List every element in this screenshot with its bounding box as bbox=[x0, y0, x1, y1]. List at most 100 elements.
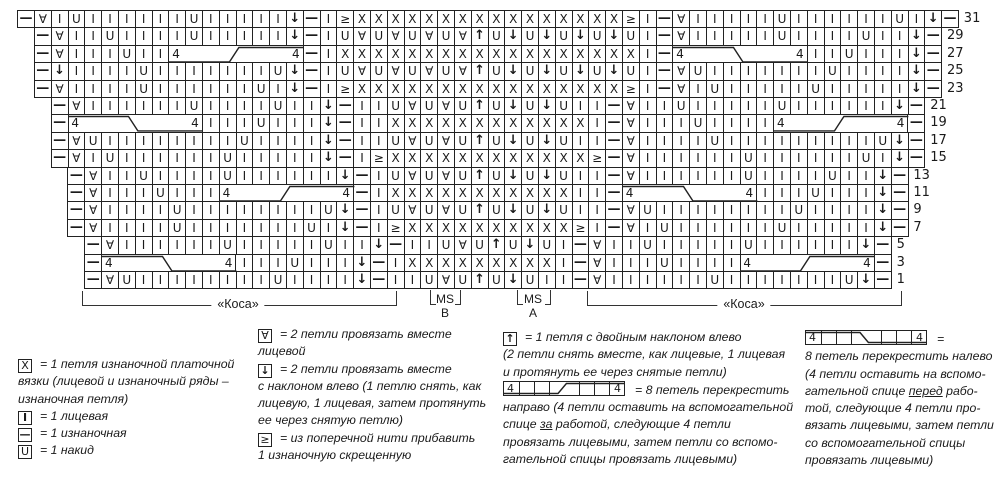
ssk-arrow-down-icon: ↓ bbox=[353, 254, 371, 272]
legend-text: (4 петли оставить на вспомо- bbox=[805, 366, 986, 381]
knit-stitch: I bbox=[706, 219, 724, 238]
cable-count-label: 4 bbox=[745, 186, 754, 200]
legend-text: работой, следующие 4 петли bbox=[552, 417, 731, 432]
knit-stitch: I bbox=[807, 45, 825, 64]
knit-stitch: I bbox=[757, 219, 775, 238]
garter-purl-stitch: X bbox=[404, 45, 422, 64]
garter-purl-stitch: X bbox=[421, 219, 439, 238]
knit-stitch: I bbox=[874, 150, 892, 168]
garter-purl-stitch: X bbox=[421, 254, 439, 272]
knit-stitch: I bbox=[68, 45, 86, 64]
cable-count-label: 4 bbox=[795, 46, 804, 61]
knit-stitch: I bbox=[790, 237, 808, 255]
knit-stitch: I bbox=[605, 237, 623, 255]
legend-text: = bbox=[937, 332, 945, 346]
knit-stitch: I bbox=[219, 272, 237, 290]
knit-stitch: I bbox=[253, 219, 271, 238]
yarn-over: U bbox=[337, 63, 355, 81]
knit-stitch: I bbox=[874, 45, 892, 64]
knit-stitch: I bbox=[253, 98, 271, 116]
ssk-arrow-down-icon: ↓ bbox=[908, 63, 926, 81]
yarn-over: U bbox=[589, 63, 607, 81]
knit-stitch: I bbox=[269, 219, 287, 238]
legend-text: лицевую, 1 лицевая, затем протянуть bbox=[258, 396, 487, 411]
garter-purl-stitch: X bbox=[437, 150, 455, 168]
knit-stitch: I bbox=[370, 167, 388, 185]
garter-purl-stitch: X bbox=[471, 115, 489, 133]
k2tog-icon: ∀ bbox=[404, 132, 422, 151]
knit-stitch: I bbox=[118, 132, 136, 151]
yarn-over: U bbox=[488, 132, 506, 151]
ssk-arrow-down-icon: ↓ bbox=[874, 185, 892, 203]
knit-stitch: I bbox=[757, 185, 775, 203]
knit-stitch: I bbox=[824, 132, 842, 151]
knit-stitch: I bbox=[286, 237, 304, 255]
garter-purl-stitch: X bbox=[538, 185, 556, 203]
garter-purl-stitch: X bbox=[538, 219, 556, 238]
yarn-over: U bbox=[689, 63, 707, 81]
knit-stitch: I bbox=[639, 132, 657, 151]
cable-right-cross-line bbox=[504, 382, 624, 395]
knit-stitch: I bbox=[790, 80, 808, 98]
knit-stitch: I bbox=[689, 167, 707, 185]
knit-stitch: I bbox=[857, 202, 875, 220]
knit-stitch: I bbox=[857, 45, 875, 64]
garter-purl-stitch: X bbox=[538, 115, 556, 133]
knit-stitch: I bbox=[740, 272, 758, 290]
knit-stitch: I bbox=[689, 202, 707, 220]
purl-stitch: — bbox=[51, 98, 69, 116]
yarn-over: U bbox=[320, 237, 338, 255]
purl-stitch: — bbox=[605, 115, 623, 133]
knit-stitch: I bbox=[706, 115, 724, 133]
purl-stitch: — bbox=[303, 45, 321, 64]
k2tog-icon: ∀ bbox=[387, 63, 405, 81]
knit-stitch: I bbox=[202, 219, 220, 238]
purl-stitch: — bbox=[51, 115, 69, 133]
knit-stitch: I bbox=[589, 115, 607, 133]
legend-text: гательной спице перед рабо- bbox=[805, 383, 994, 400]
double-decrease-arrow-up-icon: ↑ bbox=[503, 332, 517, 346]
yarn-over: U bbox=[85, 132, 103, 151]
cable-left-cross-line bbox=[68, 116, 203, 132]
knit-stitch: I bbox=[269, 237, 287, 255]
purl-stitch: — bbox=[605, 98, 623, 116]
k2tog-icon: ∀ bbox=[622, 167, 640, 185]
double-decrease-arrow-up-icon: ↑ bbox=[471, 28, 489, 46]
knit-stitch: I bbox=[555, 237, 573, 255]
knit-stitch: I bbox=[706, 11, 724, 29]
ssk-arrow-down-icon: ↓ bbox=[874, 167, 892, 185]
row-number: 27 bbox=[947, 45, 964, 61]
knit-stitch: I bbox=[236, 28, 254, 46]
purl-stitch: — bbox=[303, 80, 321, 98]
garter-purl-stitch: X bbox=[521, 115, 539, 133]
purl-stitch: — bbox=[370, 254, 388, 272]
cable-count-label: 4 bbox=[342, 186, 350, 200]
knit-stitch: I bbox=[269, 115, 287, 133]
yarn-over: U bbox=[521, 167, 539, 185]
legend-text: спице bbox=[503, 417, 541, 432]
cable-left-cross-line bbox=[622, 185, 758, 202]
knit-stitch: I bbox=[102, 11, 119, 29]
knit-stitch: I bbox=[219, 28, 237, 46]
garter-purl-icon: X bbox=[18, 359, 32, 373]
knit-stitch: I bbox=[706, 28, 724, 46]
garter-purl-stitch: X bbox=[488, 11, 506, 29]
legend-text: = из поперечной нити прибавить bbox=[280, 430, 476, 445]
purl-stitch: — bbox=[891, 185, 909, 203]
garter-purl-stitch: X bbox=[404, 150, 422, 168]
knit-stitch: I bbox=[236, 167, 254, 185]
knit-stitch: I bbox=[723, 80, 741, 98]
knit-stitch: I bbox=[673, 167, 691, 185]
yarn-over: U bbox=[622, 63, 640, 81]
knit-stitch: I bbox=[706, 150, 724, 168]
knit-stitch: I bbox=[135, 132, 153, 151]
knit-stitch: I bbox=[152, 63, 170, 81]
knit-stitch: I bbox=[874, 63, 892, 81]
knit-stitch: I bbox=[202, 132, 220, 151]
garter-purl-stitch: X bbox=[488, 185, 506, 203]
garter-purl-stitch: X bbox=[471, 219, 489, 238]
legend-text: провязать лицевыми, затем петли со вспом… bbox=[503, 434, 778, 449]
k2tog-icon: ∀ bbox=[387, 28, 405, 46]
k2tog-icon: ∀ bbox=[622, 98, 640, 116]
